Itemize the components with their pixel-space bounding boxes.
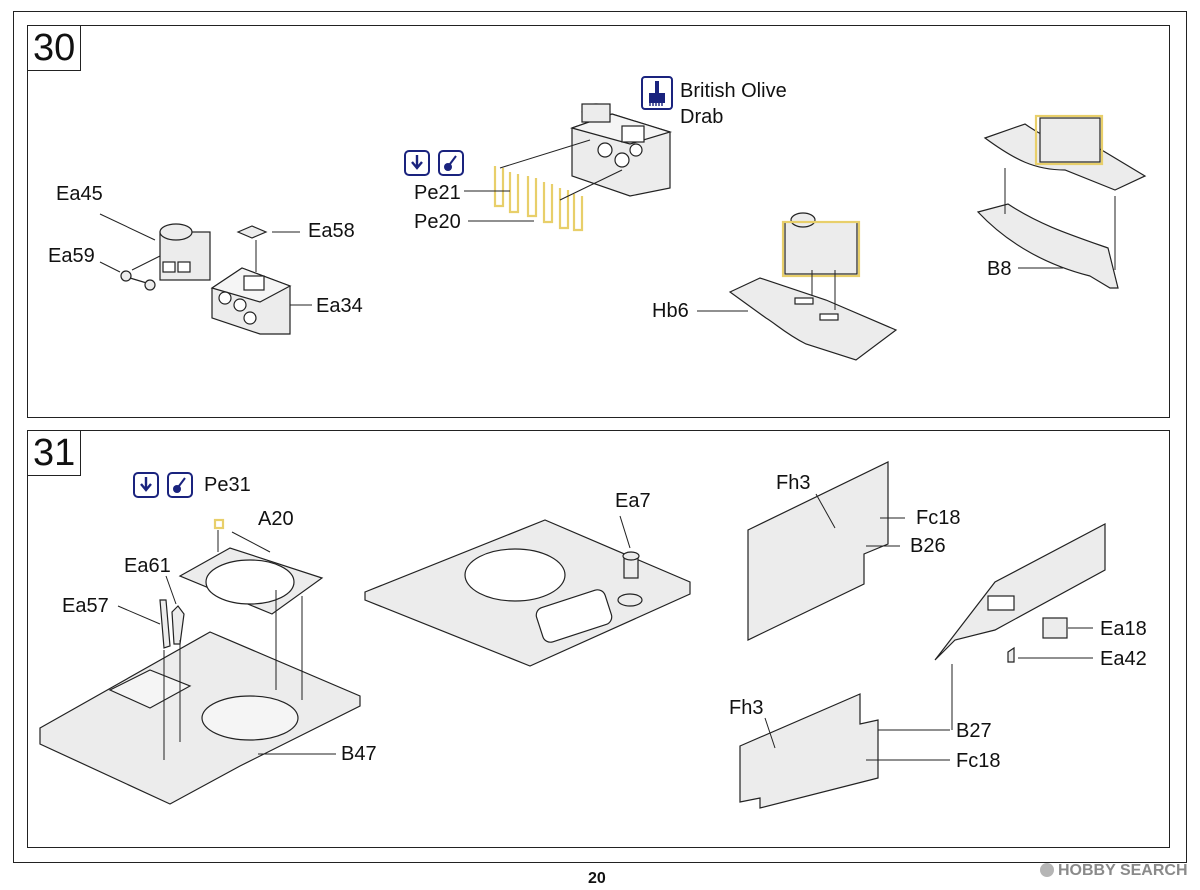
part-hull-top-center [364,519,691,667]
label-fc18-top: Fc18 [916,507,961,529]
label-b8: B8 [987,258,1012,280]
label-ea45: Ea45 [56,183,103,205]
part-ea18 [1042,617,1068,639]
label-pe31: Pe31 [204,474,251,496]
label-pe20: Pe20 [414,211,461,233]
part-b8 [976,203,1119,289]
part-pe31 [213,518,225,530]
part-hb6-etch [781,220,861,278]
part-ea7 [622,551,640,579]
label-ea59: Ea59 [48,245,95,267]
part-ea59 [120,270,156,291]
label-pe21: Pe21 [414,182,461,204]
fold-bend-icon [404,150,430,176]
part-ea57 [159,599,171,649]
step-30-panel: 30 [27,25,1170,418]
label-fh3-bottom: Fh3 [729,697,764,719]
paint-brush-icon [641,76,673,110]
part-ea45 [159,223,211,281]
part-radio-box-assembly [569,103,673,197]
watermark-text: HOBBY SEARCH [1058,862,1188,879]
part-pe20 [526,176,584,232]
label-ea7: Ea7 [615,490,651,512]
label-ea61: Ea61 [124,555,171,577]
part-a20 [178,547,324,615]
part-ea58 [236,225,268,239]
page-border [13,11,1187,863]
watermark: HOBBY SEARCH [1040,862,1188,880]
label-b47: B47 [341,743,377,765]
part-pe21 [493,166,520,214]
part-b8-etch [1034,114,1104,166]
label-a20: A20 [258,508,294,530]
label-fh3-top: Fh3 [776,472,811,494]
label-ea58: Ea58 [308,220,355,242]
part-ea34 [210,267,292,335]
part-ea61 [171,605,185,645]
page-number: 20 [588,870,606,887]
label-fc18-bottom: Fc18 [956,750,1001,772]
part-hb6-box [784,212,858,275]
paint-note-line2: Drab [680,106,724,128]
label-ea18: Ea18 [1100,618,1147,640]
glue-drop-icon [438,150,464,176]
label-b26: B26 [910,535,946,557]
part-b47 [39,631,361,805]
hobby-search-logo-icon [1040,863,1054,877]
fold-bend-icon [133,472,159,498]
label-hb6: Hb6 [652,300,689,322]
label-ea34: Ea34 [316,295,363,317]
step-number: 30 [27,25,82,71]
label-ea57: Ea57 [62,595,109,617]
part-hb6 [728,277,898,361]
label-b27: B27 [956,720,992,742]
step-number: 31 [27,430,82,476]
part-b27-upper [934,523,1106,661]
paint-note-line1: British Olive [680,80,787,102]
label-ea42: Ea42 [1100,648,1147,670]
part-b8-upper [983,117,1147,191]
part-ea42 [1007,646,1015,663]
part-b27-lower [739,693,879,809]
glue-drop-icon [167,472,193,498]
part-b26 [747,461,889,641]
